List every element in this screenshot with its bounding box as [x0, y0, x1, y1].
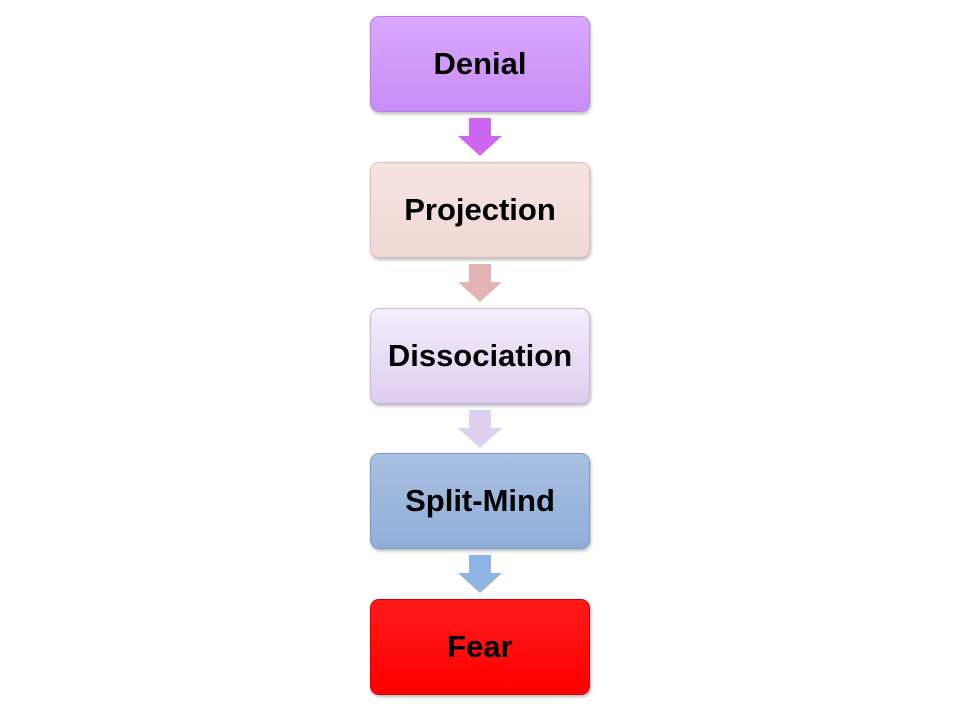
down-arrow-shape [458, 118, 502, 156]
node-label: Fear [447, 629, 513, 664]
down-arrow [458, 410, 502, 448]
node-split-mind: Split-Mind [370, 453, 590, 549]
node-projection: Projection [370, 162, 590, 258]
node-label: Denial [433, 46, 527, 81]
node-denial: Denial [370, 16, 590, 112]
down-arrow [458, 264, 502, 302]
down-arrow-shape [458, 410, 502, 448]
down-arrow [458, 118, 502, 156]
node-fear: Fear [370, 599, 590, 695]
node-label: Dissociation [387, 338, 573, 373]
down-arrow-shape [458, 264, 502, 302]
node-label: Projection [404, 192, 556, 227]
node-label: Split-Mind [405, 483, 555, 518]
node-dissociation: Dissociation [370, 308, 590, 404]
down-arrow-shape [458, 555, 502, 593]
down-arrow [458, 555, 502, 593]
